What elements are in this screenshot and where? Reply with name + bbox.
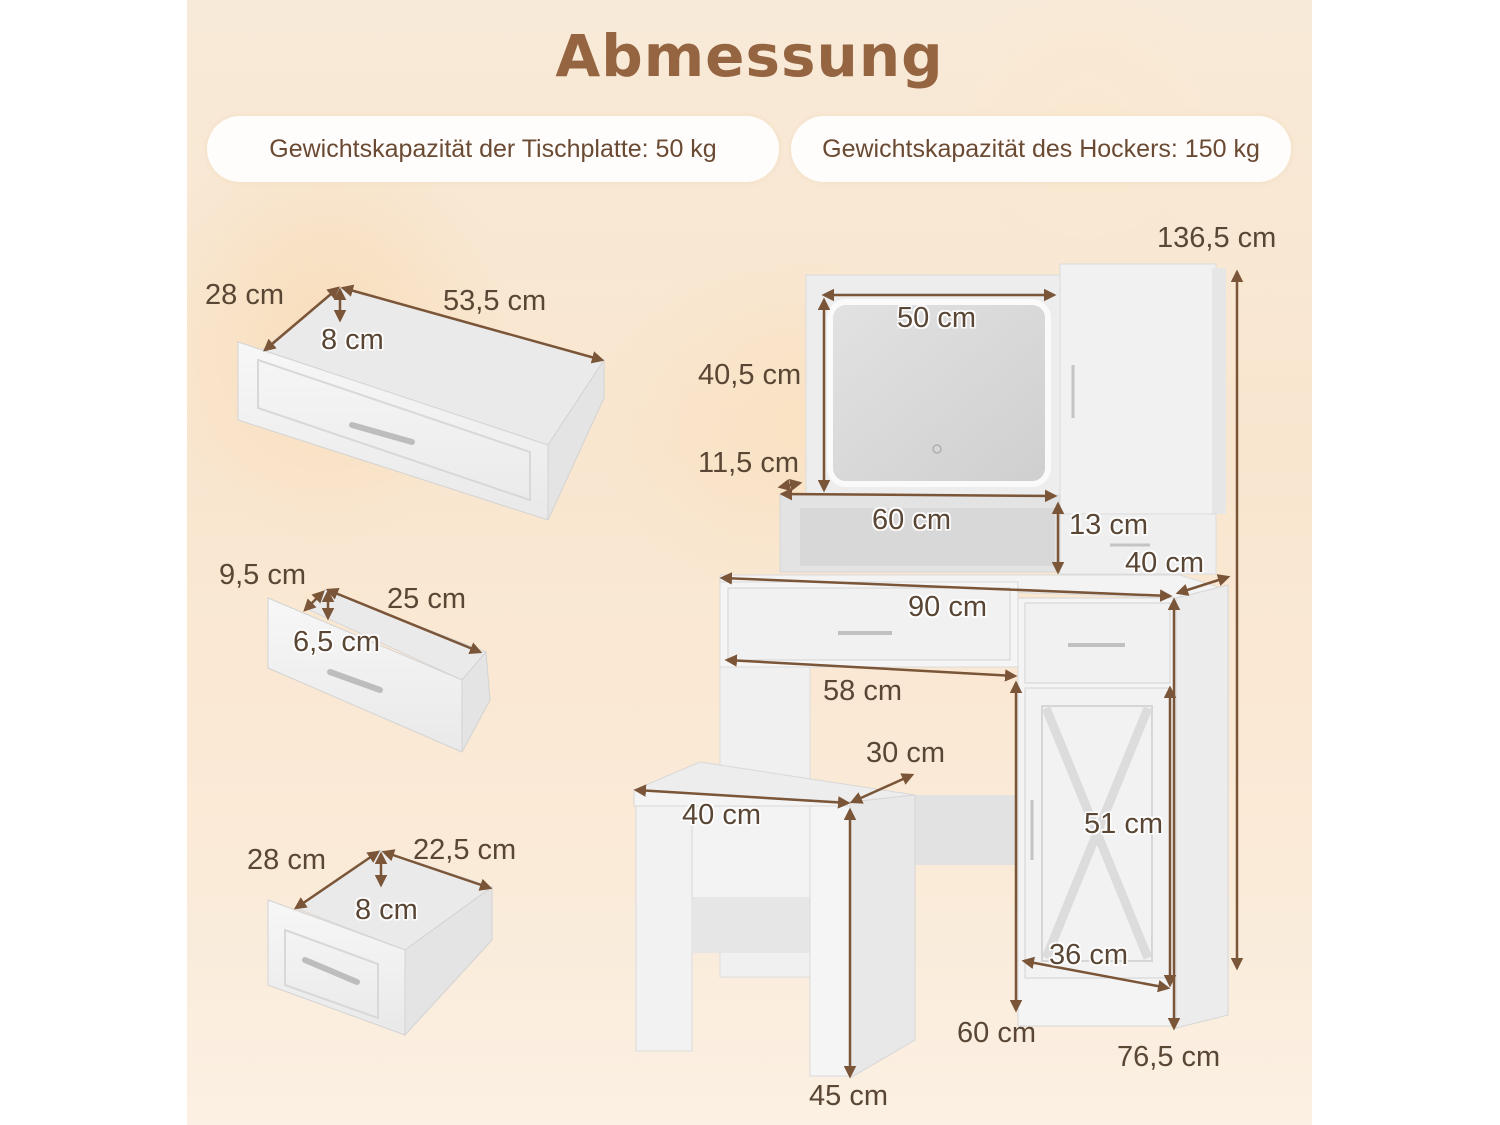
stool-capacity-label: Gewichtskapazität des Hockers: 150 kg bbox=[822, 134, 1260, 163]
mirror-width-label: 50 cm bbox=[897, 302, 976, 334]
total-height-label: 136,5 cm bbox=[1157, 222, 1277, 254]
small-drawer-width-label: 25 cm bbox=[387, 583, 466, 615]
dimension-infographic: Abmessung Gewichtskapazität der Tischpla… bbox=[187, 0, 1312, 1125]
door-height-label: 51 cm bbox=[1084, 808, 1163, 840]
shelf-depth-label: 11,5 cm bbox=[698, 447, 800, 479]
stool-depth-label: 30 cm bbox=[866, 737, 945, 769]
stool-height-label: 45 cm bbox=[809, 1080, 888, 1112]
stool-capacity-badge: Gewichtskapazität des Hockers: 150 kg bbox=[791, 116, 1291, 182]
small-drawer bbox=[267, 587, 491, 753]
tabletop-capacity-label: Gewichtskapazität der Tischplatte: 50 kg bbox=[269, 134, 717, 163]
shelf-width-label: 60 cm bbox=[872, 504, 951, 536]
door-width-label: 36 cm bbox=[1049, 939, 1128, 971]
medium-drawer bbox=[267, 849, 494, 1037]
large-drawer-height-label: 8 cm bbox=[321, 324, 384, 356]
shelf-height-label: 13 cm bbox=[1069, 509, 1148, 541]
large-drawer-width-label: 53,5 cm bbox=[443, 285, 547, 317]
mirror-height-label: 40,5 cm bbox=[698, 359, 802, 391]
vanity-depth-label: 40 cm bbox=[1125, 547, 1204, 579]
large-drawer bbox=[237, 284, 605, 521]
knee-width-label: 58 cm bbox=[823, 675, 902, 707]
desk-width-label: 90 cm bbox=[908, 591, 987, 623]
stool bbox=[633, 761, 916, 1079]
medium-drawer-depth-label: 28 cm bbox=[247, 844, 326, 876]
tabletop-capacity-badge: Gewichtskapazität der Tischplatte: 50 kg bbox=[207, 116, 779, 182]
page-title: Abmessung bbox=[555, 22, 944, 90]
medium-drawer-height-label: 8 cm bbox=[355, 894, 418, 926]
large-drawer-depth-label: 28 cm bbox=[205, 279, 284, 311]
small-drawer-depth-label: 9,5 cm bbox=[219, 559, 307, 591]
knee-height-label: 60 cm bbox=[957, 1017, 1036, 1049]
desk-height-label: 76,5 cm bbox=[1117, 1041, 1221, 1073]
furniture-illustration bbox=[237, 263, 1244, 1079]
stool-width-label: 40 cm bbox=[682, 799, 761, 831]
vanity-table bbox=[719, 263, 1244, 1031]
small-drawer-height-label: 6,5 cm bbox=[293, 626, 381, 658]
medium-drawer-width-label: 22,5 cm bbox=[413, 834, 517, 866]
